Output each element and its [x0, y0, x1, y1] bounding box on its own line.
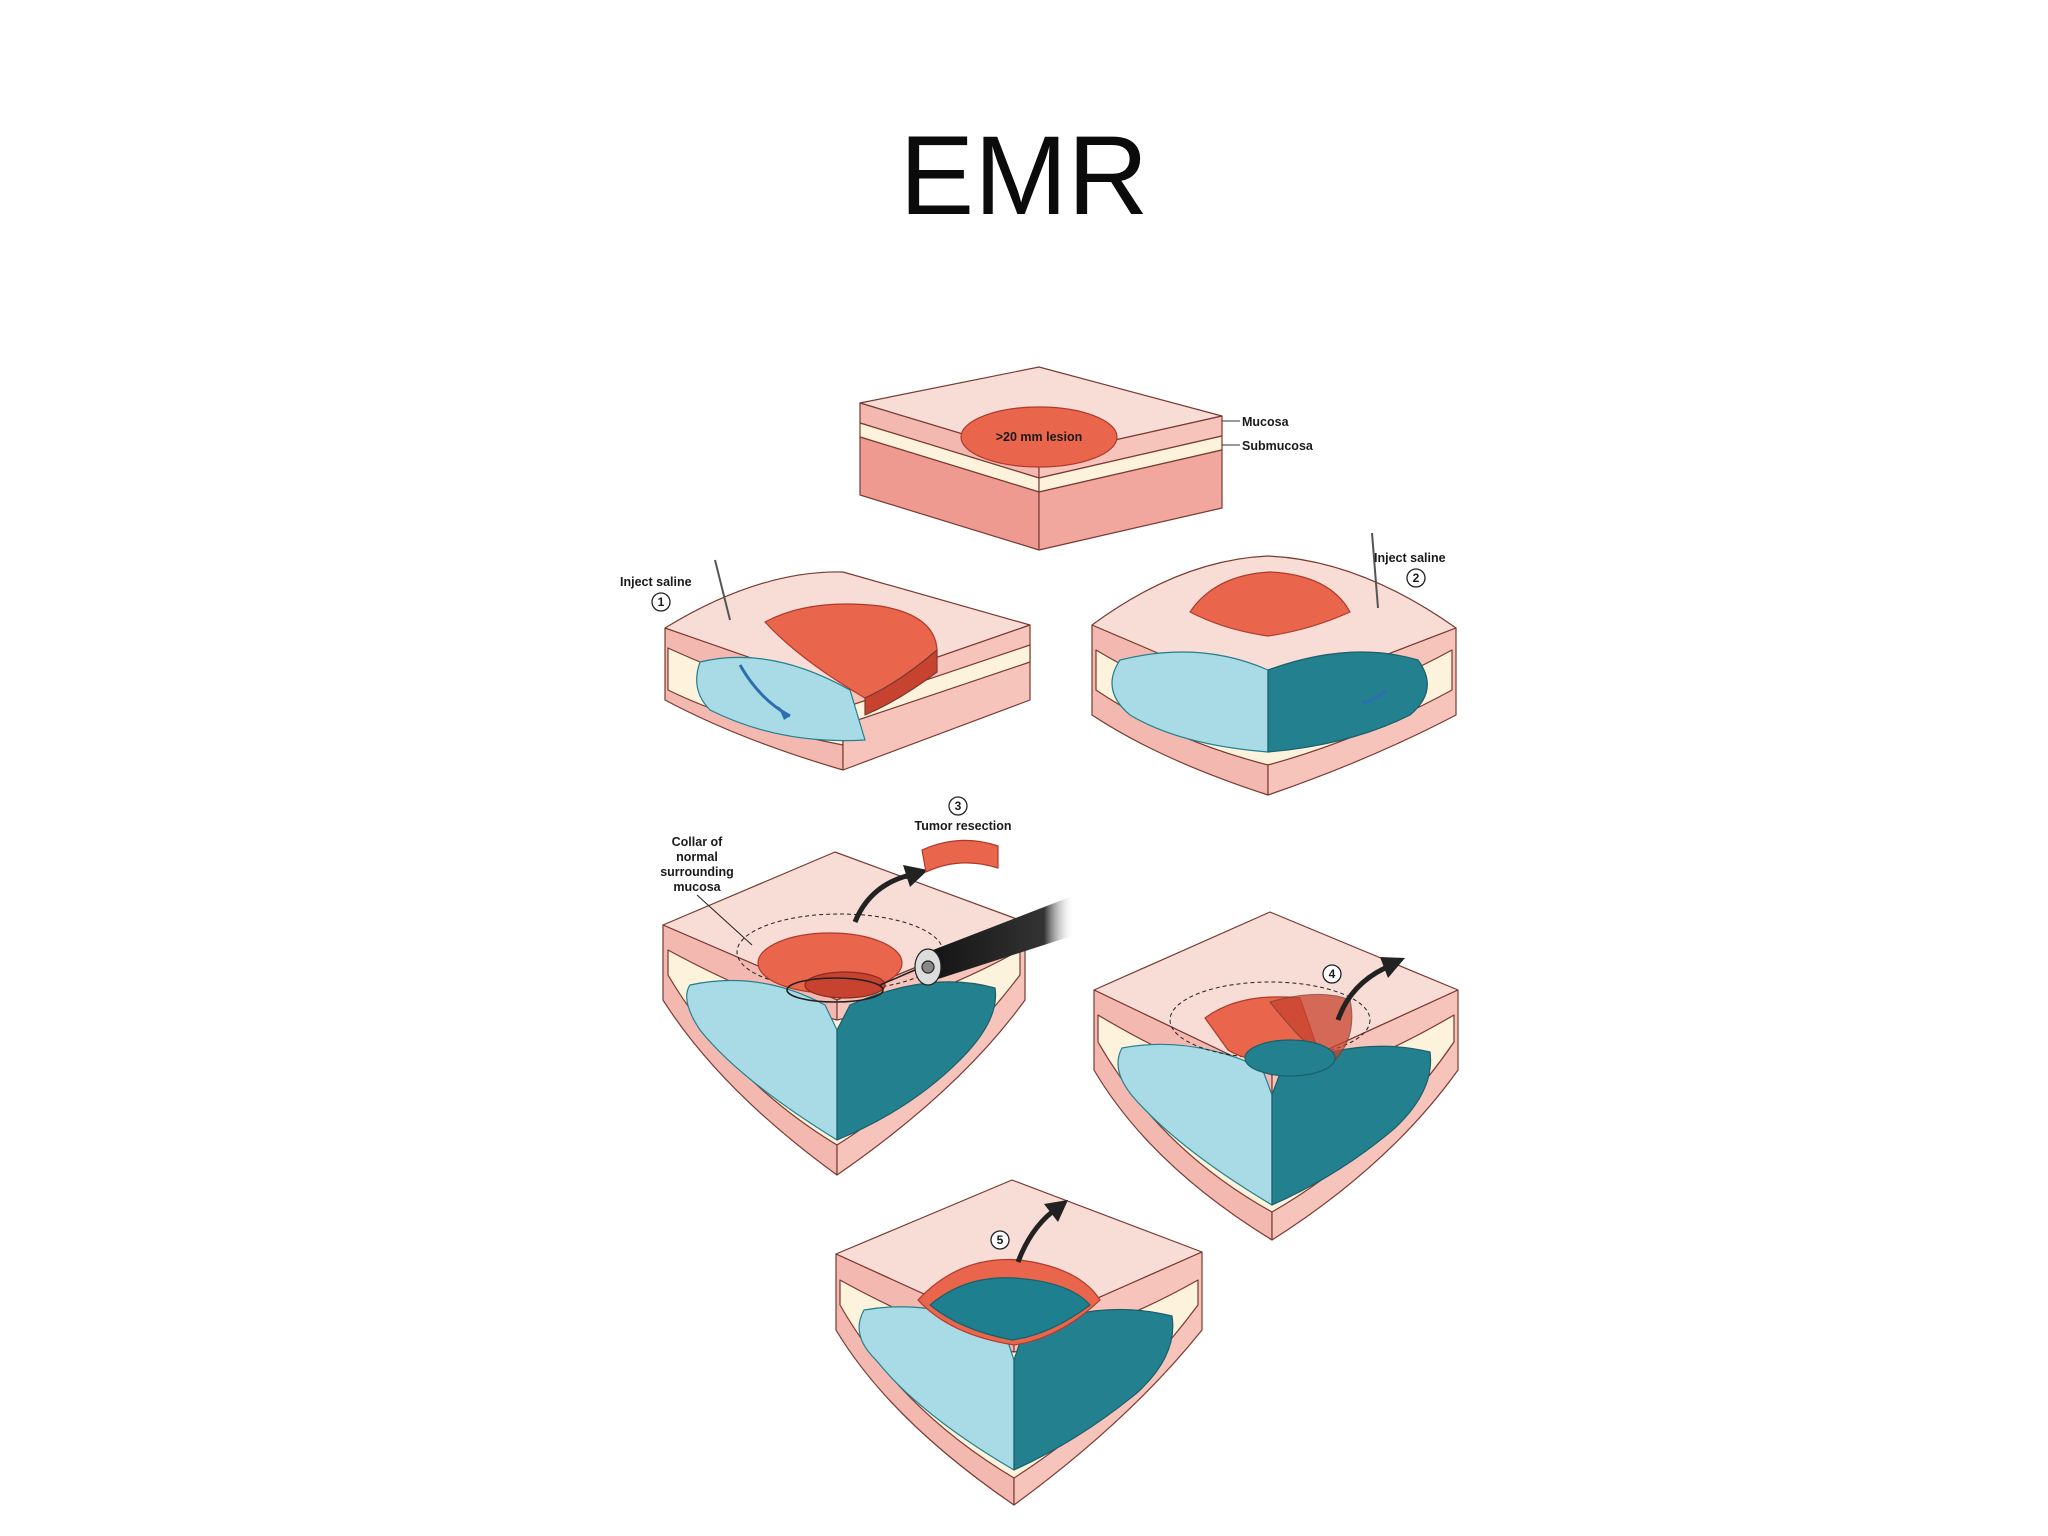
step-5-marker: 5 [997, 1233, 1004, 1247]
block-tumor-resection [662, 839, 1075, 1176]
tumor-resection-label: Tumor resection [914, 819, 1011, 833]
inject-saline-2-label: Inject saline [1374, 551, 1446, 565]
slide-title: EMR [899, 113, 1149, 238]
block-lesion [859, 366, 1223, 551]
lesion-label: >20 mm lesion [996, 430, 1083, 444]
step-1-marker: 1 [658, 595, 665, 609]
step-4-marker: 4 [1329, 967, 1336, 981]
step-2-marker: 2 [1413, 571, 1420, 585]
block-inject-saline-1 [664, 559, 1031, 771]
collar-label-line1: Collar of [672, 835, 724, 849]
block-inject-saline-2 [1091, 532, 1457, 796]
inject-saline-1-label: Inject saline [620, 575, 692, 589]
collar-label-line4: mucosa [673, 880, 721, 894]
step-3-marker: 3 [955, 799, 962, 813]
submucosa-label: Submucosa [1242, 439, 1314, 453]
mucosa-label: Mucosa [1242, 415, 1290, 429]
collar-label-line2: normal [676, 850, 718, 864]
block-step-4 [1093, 911, 1459, 1241]
collar-label-line3: surrounding [660, 865, 734, 879]
block-step-5 [835, 1179, 1203, 1506]
